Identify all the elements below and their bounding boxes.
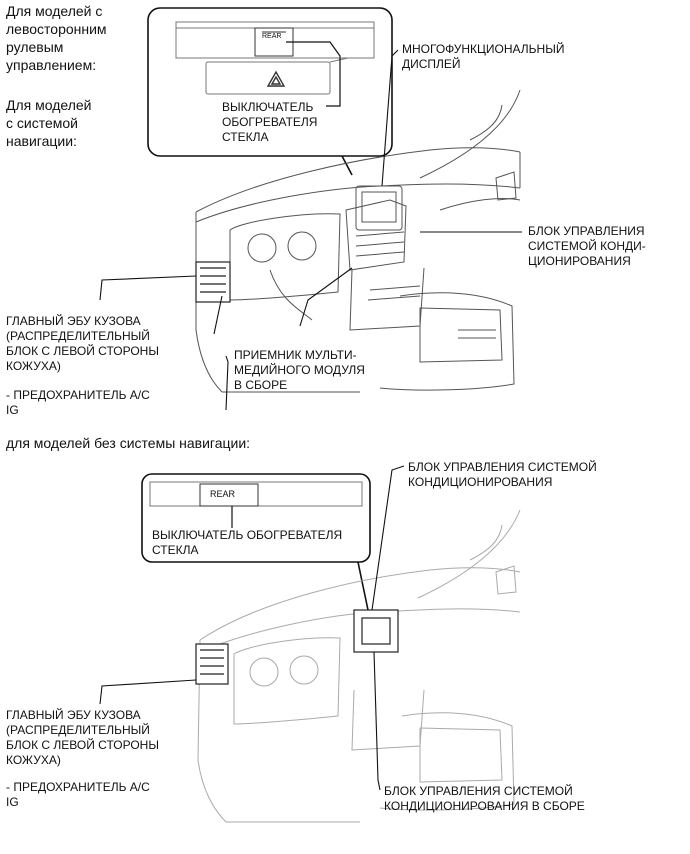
ac-control-label-1: БЛОК УПРАВЛЕНИЯ СИСТЕМОЙ КОНДИ- ЦИОНИРОВ…: [528, 224, 646, 268]
ac-control-label-2: БЛОК УПРАВЛЕНИЯ СИСТЕМОЙ КОНДИЦИОНИРОВАН…: [408, 460, 597, 489]
multimedia-receiver-label: ПРИЕМНИК МУЛЬТИ- МЕДИЙНОГО МОДУЛЯ В СБОР…: [234, 348, 365, 392]
ac-assembly-label: БЛОК УПРАВЛЕНИЯ СИСТЕМОЙ КОНДИЦИОНИРОВАН…: [384, 784, 585, 813]
defogger-switch-label-1: ВЫКЛЮЧАТЕЛЬ ОБОГРЕВАТЕЛЯ СТЕКЛА: [222, 100, 318, 144]
body-ecu-2: [195, 643, 229, 685]
center-panel-strip-2: [149, 481, 363, 507]
main-ecu-label-2: ГЛАВНЫЙ ЭБУ КУЗОВА (РАСПРЕДЕЛИТЕЛЬНЫЙ БЛ…: [6, 708, 159, 767]
multi-display-label: МНОГОФУНКЦИОНАЛЬНЫЙ ДИСПЛЕЙ: [402, 42, 565, 71]
ac-control-box-2: [353, 609, 399, 653]
no-nav-heading: для моделей без системы навигации:: [6, 435, 251, 451]
lhd-heading: Для моделей с левосторонним рулевым упра…: [6, 3, 107, 73]
nav-heading: Для моделей с системой навигации:: [6, 97, 92, 149]
rear-switch-label-2: REAR: [210, 489, 236, 499]
dashboard-1: [195, 89, 521, 393]
rear-switch-label-1: REAR: [262, 33, 282, 40]
fuse-label-2: - ПРЕДОХРАНИТЕЛЬ A/C IG: [6, 780, 150, 809]
body-ecu-1: [195, 261, 231, 303]
defogger-switch-label-2: ВЫКЛЮЧАТЕЛЬ ОБОГРЕВАТЕЛЯ СТЕКЛА: [152, 528, 343, 557]
hazard-icon: [266, 70, 286, 87]
center-panel-strip-1: [175, 21, 375, 95]
zoom-callout-box-2: [141, 473, 371, 611]
fuse-label-1: - ПРЕДОХРАНИТЕЛЬ A/C IG: [6, 388, 150, 417]
main-ecu-label-1: ГЛАВНЫЙ ЭБУ КУЗОВА (РАСПРЕДЕЛИТЕЛЬНЫЙ БЛ…: [6, 314, 159, 373]
